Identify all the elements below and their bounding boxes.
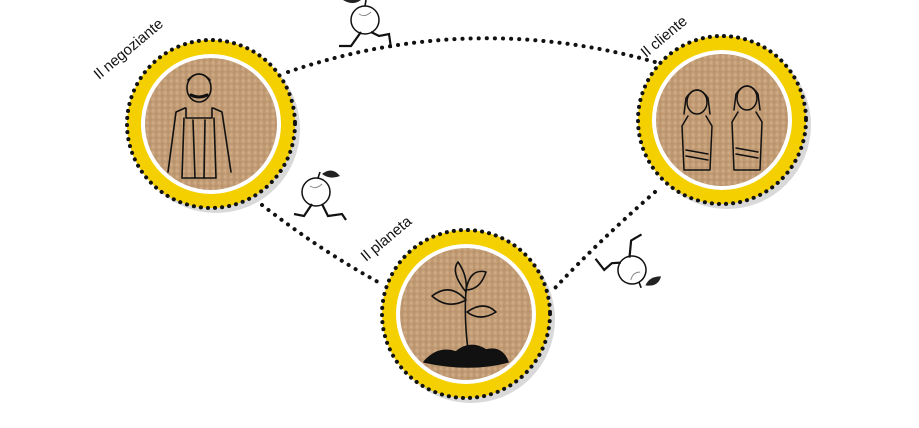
walking-apple-icon bbox=[594, 233, 662, 289]
node-planet bbox=[380, 228, 555, 403]
connector-lines bbox=[260, 36, 657, 290]
connector-merchant-customer bbox=[286, 36, 657, 74]
two-customers-drawing bbox=[681, 85, 763, 171]
connector-merchant-planet bbox=[260, 203, 380, 284]
connector-customer-planet bbox=[553, 190, 657, 290]
node-customer bbox=[636, 34, 811, 209]
walking-apple-icon bbox=[339, 0, 393, 49]
sprouting-plant-drawing bbox=[423, 261, 509, 368]
node-merchant bbox=[125, 38, 300, 213]
walking-apple-icon bbox=[293, 170, 347, 221]
shopkeeper-drawing bbox=[167, 73, 232, 179]
